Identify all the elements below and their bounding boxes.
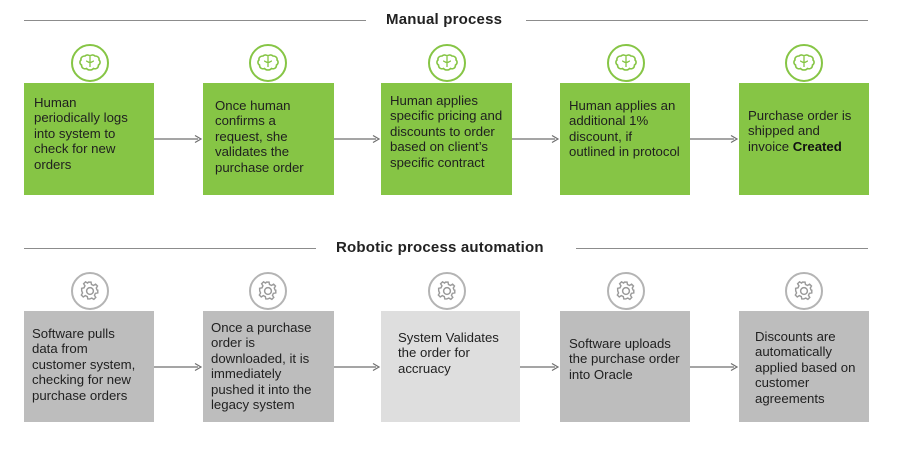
rpa-step-1-gear-icon [71,272,109,310]
manual-step-5-brain-icon [785,44,823,82]
manual-step-3-brain-icon [428,44,466,82]
manual-arrow-3 [512,134,560,144]
manual-step-3-box: Human applies specific pricing and disco… [381,83,512,195]
rpa-step-5-text: Discounts are automatically applied base… [755,329,856,406]
rpa-section-divider-right [576,248,868,249]
rpa-step-1-box: Software pulls data from customer system… [24,311,154,422]
manual-arrow-1 [154,134,203,144]
rpa-arrow-2 [334,362,381,372]
rpa-step-1-text: Software pulls data from customer system… [32,326,136,403]
rpa-step-5-box: Discounts are automatically applied base… [739,311,869,422]
manual-step-1-box: Human periodically logs into system to c… [24,83,154,195]
rpa-step-2-text: Once a purchase order is downloaded, it … [211,320,312,413]
manual-step-2-brain-icon [249,44,287,82]
manual-section-divider-right [526,20,868,21]
manual-step-4-box: Human applies an additional 1% discount,… [560,83,690,195]
rpa-step-3-gear-icon [428,272,466,310]
manual-step-5-strong-word: Created [792,138,842,154]
rpa-arrow-1 [154,362,203,372]
manual-step-5-text: Purchase order is shipped and invoice Cr… [748,108,852,154]
rpa-section-divider-left [24,248,316,249]
manual-step-1-brain-icon [71,44,109,82]
manual-step-4-brain-icon [607,44,645,82]
rpa-step-3-text: System Validates the order for accruacy [398,330,499,376]
manual-step-2-box: Once human confirms a request, she valid… [203,83,334,195]
rpa-step-3-box: System Validates the order for accruacy [381,311,520,422]
manual-section-divider-left [24,20,366,21]
manual-step-5-box: Purchase order is shipped and invoice Cr… [739,83,869,195]
manual-step-4-text: Human applies an additional 1% discount,… [569,98,680,160]
rpa-step-5-gear-icon [785,272,823,310]
manual-arrow-4 [690,134,739,144]
manual-arrow-2 [334,134,381,144]
rpa-step-4-box: Software uploads the purchase order into… [560,311,690,422]
rpa-step-2-box: Once a purchase order is downloaded, it … [203,311,334,422]
manual-step-2-text: Once human confirms a request, she valid… [215,98,304,175]
rpa-arrow-3 [520,362,560,372]
rpa-step-4-gear-icon [607,272,645,310]
manual-step-3-text: Human applies specific pricing and disco… [390,93,503,170]
rpa-arrow-4 [690,362,739,372]
rpa-step-4-text: Software uploads the purchase order into… [569,336,680,382]
manual-step-1-text: Human periodically logs into system to c… [34,95,128,172]
rpa-section-title: Robotic process automation [336,239,544,256]
rpa-step-2-gear-icon [249,272,287,310]
manual-section-title: Manual process [386,11,503,28]
